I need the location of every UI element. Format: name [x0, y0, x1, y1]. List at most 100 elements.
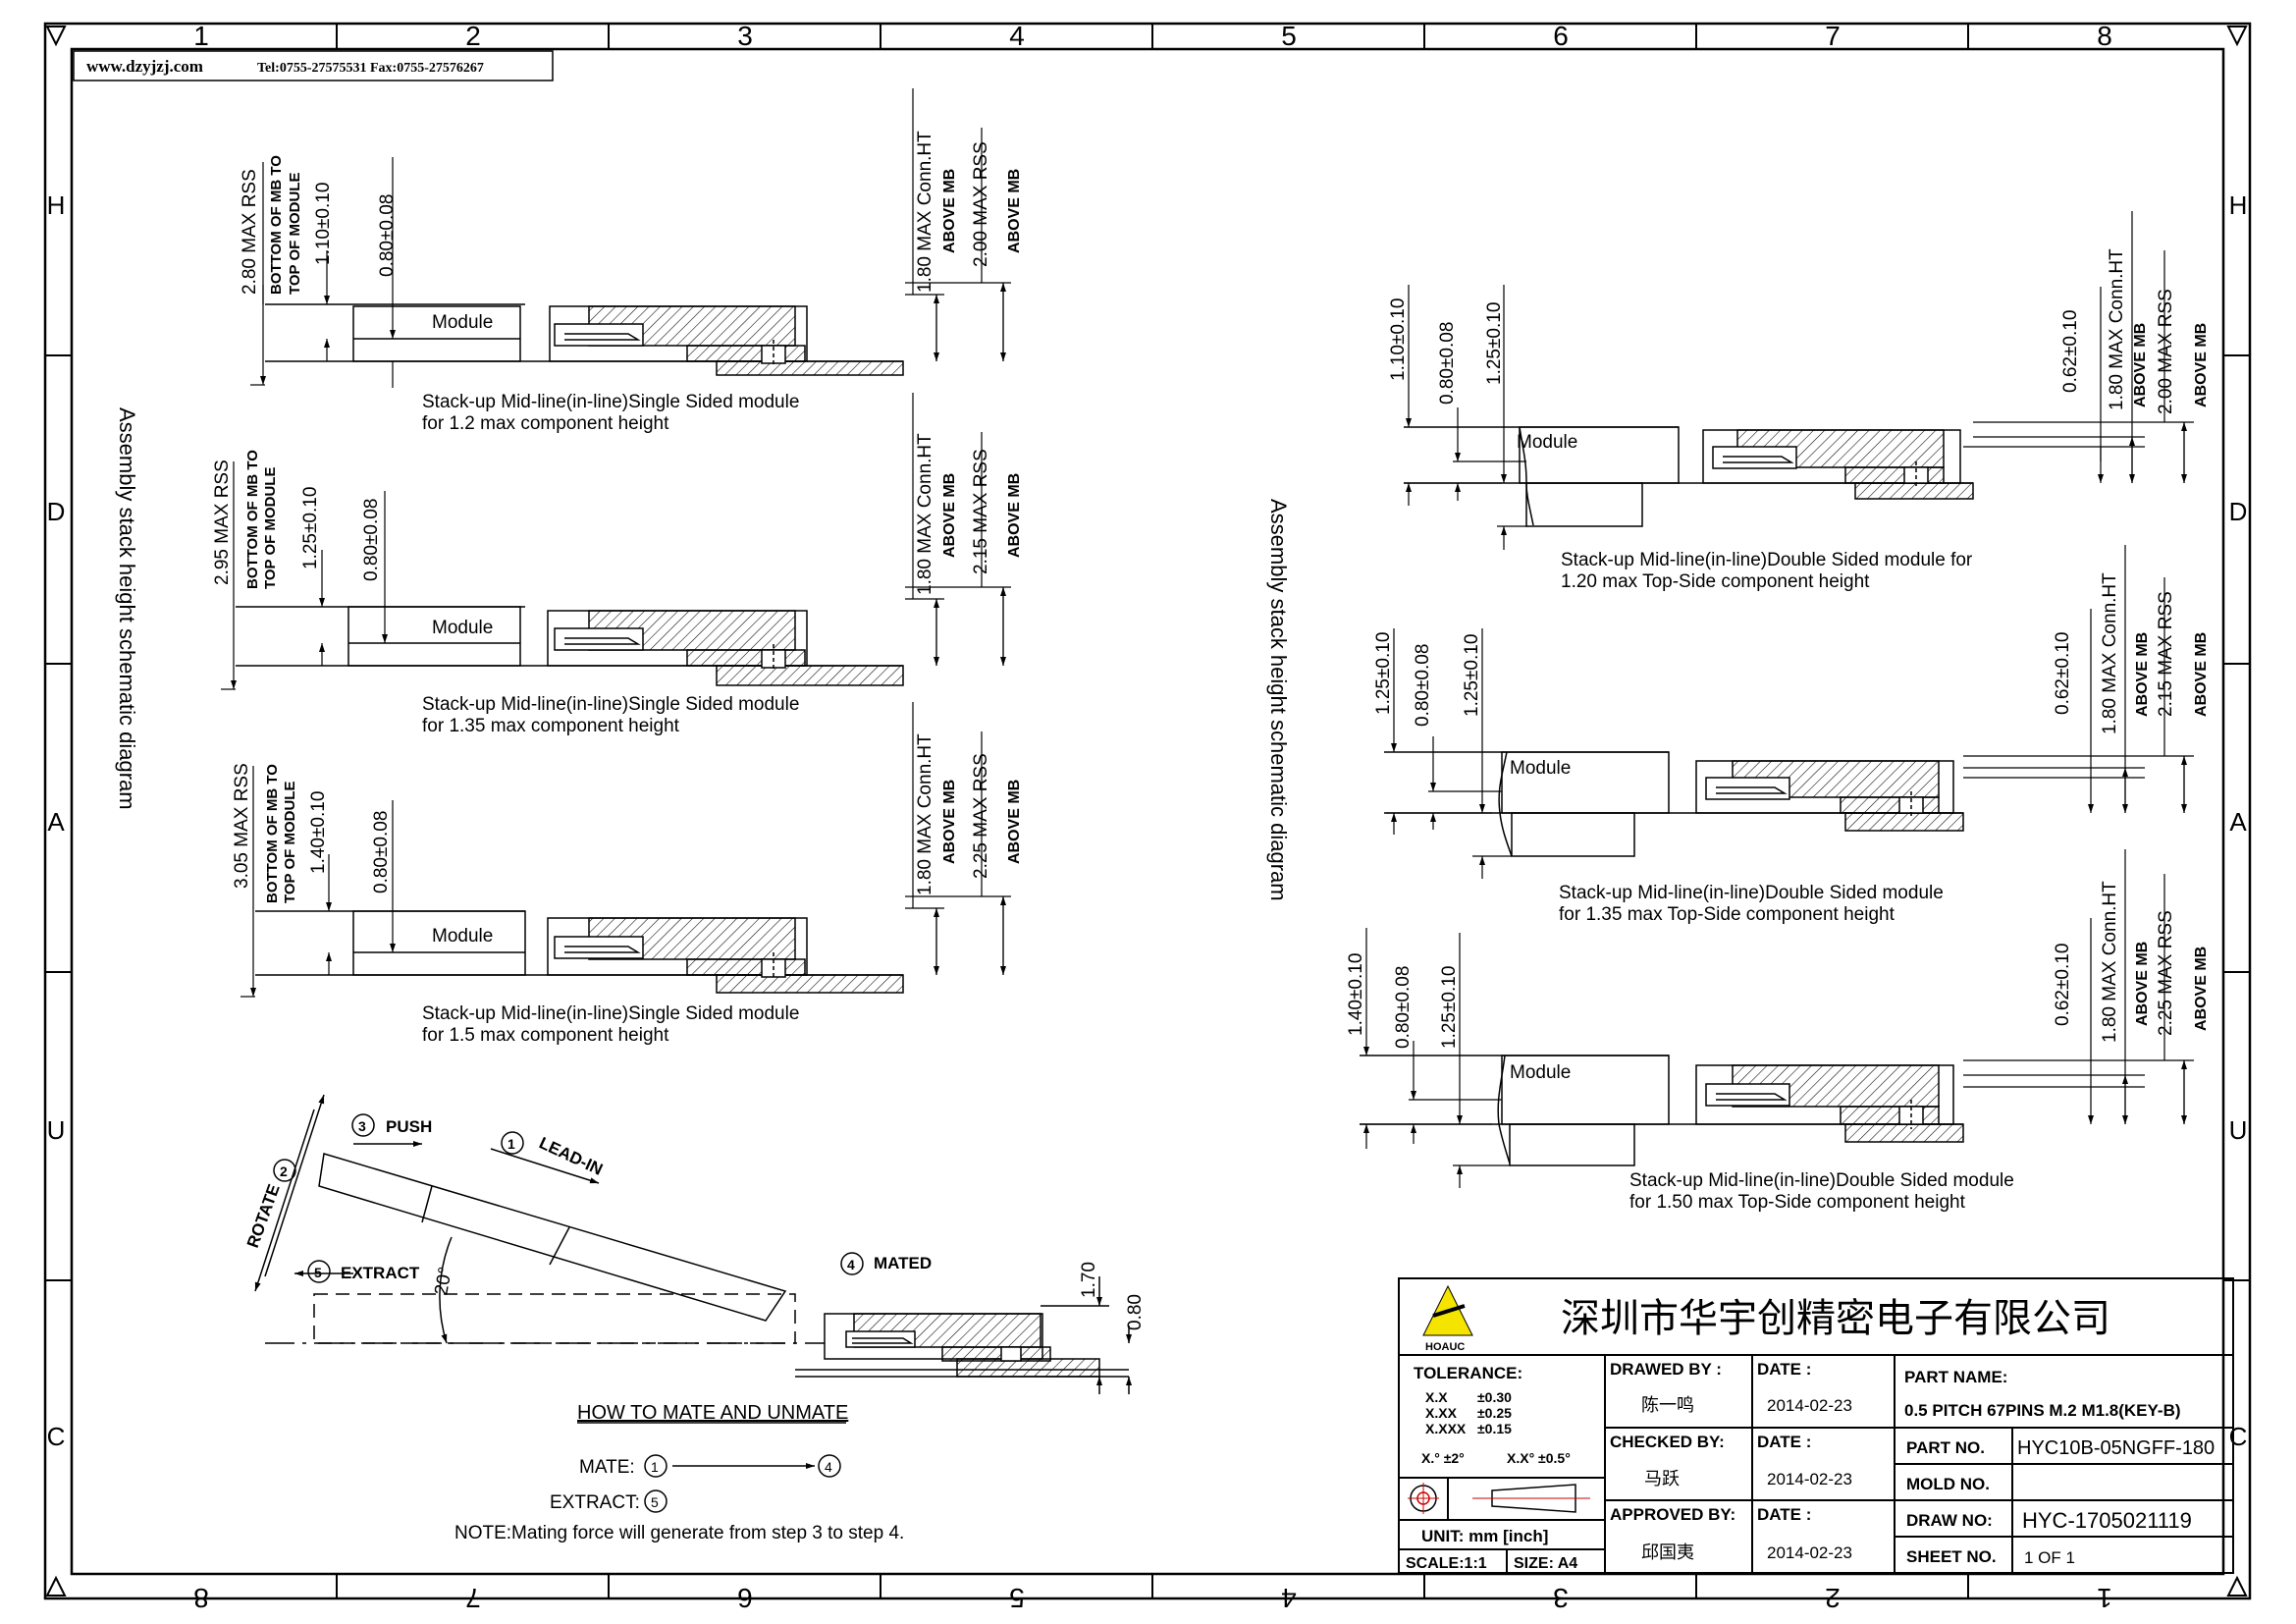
zone-number-top: 4 — [1009, 21, 1025, 51]
date-value: 2014-02-23 — [1767, 1543, 1852, 1562]
date-label: DATE : — [1757, 1360, 1811, 1379]
circle-number: 2 — [280, 1164, 288, 1179]
part-name-label: PART NAME: — [1904, 1368, 2007, 1386]
dim-conn-height: 1.80 MAX Conn.HT — [915, 433, 935, 595]
diagram-caption: for 1.2 max component height — [422, 413, 669, 434]
dim-value: 0.62±0.10 — [2053, 632, 2073, 715]
website-text: www.dzyjzj.com — [86, 57, 203, 76]
corner-triangle-icon — [45, 1575, 67, 1597]
dim-rss: 2.00 MAX RSS — [2156, 289, 2176, 414]
draw-no-label: DRAW NO: — [1906, 1511, 1993, 1530]
dim-mated-board: 0.80 — [1125, 1294, 1146, 1330]
sheet-no-value: 1 OF 1 — [2024, 1548, 2075, 1567]
dim-label: ABOVE MB — [941, 473, 958, 558]
diagram-caption: Stack-up Mid-line(in-line)Single Sided m… — [422, 392, 799, 412]
part-name-value: 0.5 PITCH 67PINS M.2 M1.8(KEY-B) — [1904, 1401, 2181, 1420]
title-block: HOAUC 深圳市华宇创精密电子有限公司 TOLERANCE: X.X ±0.3… — [1398, 1277, 2234, 1574]
dim-value: 1.10±0.10 — [1388, 298, 1409, 381]
zone-number-top: 1 — [193, 21, 209, 51]
diagram-caption: Stack-up Mid-line(in-line)Single Sided m… — [422, 694, 799, 715]
dim-value: 0.62±0.10 — [2053, 944, 2073, 1026]
zone-number-top: 3 — [737, 21, 753, 51]
dim-rss-total: 2.80 MAX RSS — [240, 169, 260, 295]
part-no-value: HYC10B-05NGFF-180 — [2017, 1437, 2215, 1459]
dim-label: ABOVE MB — [941, 780, 958, 864]
dim-rss: 2.25 MAX RSS — [971, 753, 991, 879]
tol-value: ±0.25 — [1477, 1405, 1512, 1421]
dim-value: 1.25±0.10 — [1439, 966, 1460, 1049]
dim-rss-total: 2.95 MAX RSS — [212, 460, 233, 585]
step-2-circle-icon — [273, 1159, 296, 1182]
unit-label: UNIT: mm [inch] — [1421, 1527, 1548, 1545]
double-sided-diagram-3: Module 1.40±0.10 0.80±0.08 1.25±0.10 — [1346, 849, 2210, 1213]
step-mated-label: MATED — [874, 1254, 932, 1272]
double-sided-diagram-1: Module 1.10±0.10 0.80±0.08 1.25±0.10 — [1388, 211, 2210, 592]
dim-label: ABOVE MB — [2193, 947, 2210, 1031]
header-strip: www.dzyjzj.com Tel:0755-27575531 Fax:075… — [73, 50, 554, 81]
dim-rss: 2.25 MAX RSS — [2156, 910, 2176, 1036]
draw-no-value: HYC-1705021119 — [2022, 1508, 2192, 1533]
module-label: Module — [432, 312, 493, 333]
corner-triangle-icon — [2226, 26, 2248, 47]
tol-angle-2: X.X° ±0.5° — [1507, 1450, 1571, 1466]
dim-conn-height: 1.80 MAX Conn.HT — [915, 733, 935, 895]
circle-number: 4 — [825, 1459, 832, 1475]
zone-letter-right: U — [2229, 1115, 2248, 1145]
date-label: DATE : — [1757, 1433, 1811, 1451]
diagram-caption: Stack-up Mid-line(in-line)Single Sided m… — [422, 1003, 799, 1024]
diagram-caption: Stack-up Mid-line(in-line)Double Sided m… — [1561, 550, 1973, 570]
diagram-caption: for 1.35 max Top-Side component height — [1559, 904, 1896, 925]
zone-letter-right: C — [2229, 1422, 2248, 1451]
mating-note: NOTE:Mating force will generate from ste… — [454, 1523, 904, 1543]
checked-by-label: CHECKED BY: — [1610, 1433, 1725, 1451]
dim-label: ABOVE MB — [2193, 323, 2210, 407]
dim-value: 0.80±0.08 — [377, 194, 398, 277]
step-4-circle-icon — [818, 1454, 841, 1478]
zone-number-bottom: 6 — [737, 1583, 753, 1613]
dim-value: 0.80±0.08 — [1437, 322, 1458, 405]
double-sided-diagram-2: Module 1.25±0.10 0.80±0.08 1.25±0.10 — [1373, 545, 2210, 925]
company-name: 深圳市华宇创精密电子有限公司 — [1561, 1296, 2110, 1341]
zone-letter-right: D — [2229, 497, 2248, 526]
part-no-label: PART NO. — [1906, 1438, 1985, 1457]
dim-label: BOTTOM OF MB TO — [268, 155, 285, 295]
module-label: Module — [1510, 1062, 1571, 1083]
date-label: DATE : — [1757, 1505, 1811, 1524]
tol-value: ±0.15 — [1477, 1421, 1512, 1436]
dim-value: 1.40±0.10 — [308, 791, 329, 874]
dim-rss: 2.15 MAX RSS — [2156, 591, 2176, 717]
diagram-caption: for 1.35 max component height — [422, 716, 680, 736]
dim-conn-height: 1.80 MAX Conn.HT — [2100, 881, 2120, 1043]
tol-angle-1: X.° ±2° — [1421, 1450, 1465, 1466]
approved-by-label: APPROVED BY: — [1610, 1505, 1735, 1524]
dim-conn-height: 1.80 MAX Conn.HT — [2107, 248, 2127, 410]
zone-number-bottom: 3 — [1553, 1583, 1569, 1613]
dim-label: ABOVE MB — [2134, 942, 2151, 1026]
contact-text: Tel:0755-27575531 Fax:0755-27576267 — [257, 61, 484, 76]
tolerance-label: TOLERANCE: — [1414, 1364, 1522, 1382]
circle-number: 5 — [314, 1265, 322, 1280]
extract-label: EXTRACT: — [550, 1492, 640, 1513]
angle-label: 20° — [431, 1266, 456, 1297]
circle-number: 5 — [651, 1494, 659, 1510]
circle-number: 1 — [507, 1136, 515, 1152]
dim-label: TOP OF MODULE — [287, 173, 303, 295]
tol-key: X.X — [1425, 1389, 1448, 1405]
mating-diagram: 3 PUSH 1 LEAD-IN 2 ROTATE 5 EXTRACT 4 MA… — [243, 1094, 1146, 1543]
dim-label: ABOVE MB — [1006, 473, 1023, 558]
scale-label: SCALE:1:1 — [1406, 1555, 1487, 1572]
sheet-no-label: SHEET NO. — [1906, 1547, 1997, 1566]
zone-number-bottom: 4 — [1281, 1583, 1297, 1613]
zone-letter-left: U — [47, 1115, 66, 1145]
module-label: Module — [1517, 432, 1577, 453]
step-push-label: PUSH — [386, 1117, 432, 1136]
zone-letter-left: C — [47, 1422, 66, 1451]
zone-letter-left: A — [47, 807, 65, 837]
dim-rss: 2.15 MAX RSS — [971, 449, 991, 574]
dim-label: ABOVE MB — [1006, 169, 1023, 253]
module-label: Module — [432, 618, 493, 638]
drawn-by-name: 陈一鸣 — [1641, 1395, 1694, 1415]
dim-rss: 2.00 MAX RSS — [971, 141, 991, 267]
zone-number-top: 6 — [1553, 21, 1569, 51]
zone-letter-left: H — [47, 190, 66, 220]
